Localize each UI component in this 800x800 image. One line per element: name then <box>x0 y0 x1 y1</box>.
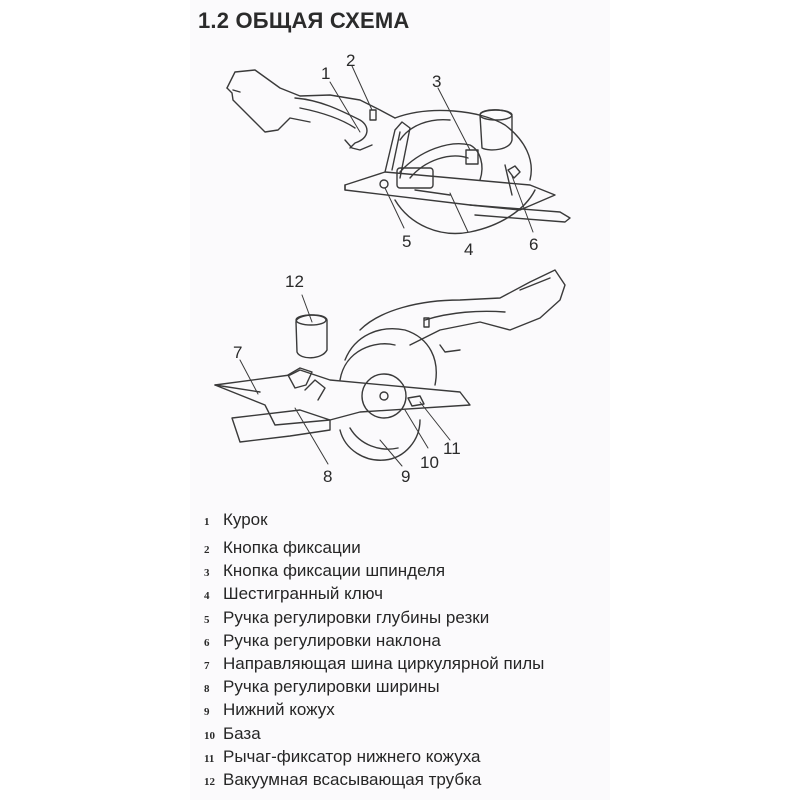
callout-numbers: 1 2 3 4 5 6 7 8 9 10 11 12 <box>233 51 538 486</box>
legend-number: 1 <box>204 516 210 528</box>
legend-label: Ручка регулировки ширины <box>223 677 440 697</box>
callout-2: 2 <box>346 51 355 70</box>
callout-8: 8 <box>323 467 332 486</box>
legend-label: Нижний кожух <box>223 700 335 720</box>
callout-5: 5 <box>402 232 411 251</box>
legend-label: Кнопка фиксации шпинделя <box>223 561 446 581</box>
legend-label: Шестигранный ключ <box>223 584 383 604</box>
legend-number: 9 <box>204 706 210 719</box>
manual-page: 1.2 ОБЩАЯ СХЕМА <box>190 0 610 800</box>
saw-bottom-view-illustration <box>214 269 566 461</box>
legend-label: Ручка регулировки наклона <box>223 630 441 650</box>
callout-9: 9 <box>401 467 410 486</box>
legend-label: Курок <box>223 510 268 529</box>
legend-label: Кнопка фиксации <box>223 538 361 557</box>
leader-lines-bottom <box>239 294 451 467</box>
callout-4: 4 <box>464 240 473 259</box>
legend-item: 12 Вакуумная всасывающая трубка <box>204 770 544 793</box>
legend-item: 7 Направляющая шина циркулярной пилы <box>204 654 544 677</box>
legend-item: 4 Шестигранный ключ <box>204 584 544 607</box>
legend-number: 7 <box>204 659 210 672</box>
legend-item: 10 База <box>204 724 544 747</box>
legend-label: Рычаг-фиксатор нижнего кожуха <box>223 746 481 766</box>
legend-item: 5 Ручка регулировки глубины резки <box>204 608 544 631</box>
legend-number: 10 <box>204 729 215 742</box>
parts-legend: 1 Курок 2 Кнопка фиксации 3 Кнопка фикса… <box>204 510 544 793</box>
callout-12: 12 <box>285 272 304 291</box>
legend-label: Направляющая шина циркулярной пилы <box>223 653 545 673</box>
legend-number: 12 <box>204 775 215 788</box>
saw-diagram: 1 2 3 4 5 6 7 8 9 10 11 12 <box>214 51 571 486</box>
legend-item: 2 Кнопка фиксации <box>204 538 544 561</box>
legend-number: 11 <box>204 752 215 765</box>
callout-6: 6 <box>529 235 538 254</box>
saw-top-view-illustration <box>226 69 571 235</box>
legend-number: 3 <box>204 567 210 580</box>
legend-item: 6 Ручка регулировки наклона <box>204 631 544 654</box>
legend-number: 4 <box>204 590 210 603</box>
callout-7: 7 <box>233 343 242 362</box>
legend-item: 3 Кнопка фиксации шпинделя <box>204 561 544 584</box>
legend-number: 6 <box>204 636 210 649</box>
legend-item: 11 Рычаг-фиксатор нижнего кожуха <box>204 747 544 770</box>
legend-label: Вакуумная всасывающая трубка <box>223 769 482 789</box>
callout-3: 3 <box>432 72 441 91</box>
legend-label: Ручка регулировки глубины резки <box>223 607 490 627</box>
callout-10: 10 <box>420 453 439 472</box>
legend-item: 1 Курок <box>204 510 544 538</box>
legend-item: 9 Нижний кожух <box>204 700 544 723</box>
callout-11: 11 <box>443 439 461 458</box>
legend-item: 8 Ручка регулировки ширины <box>204 677 544 700</box>
callout-1: 1 <box>321 64 330 83</box>
legend-number: 2 <box>204 544 210 556</box>
legend-number: 8 <box>204 683 210 696</box>
legend-label: База <box>223 723 261 743</box>
legend-number: 5 <box>204 613 210 626</box>
section-title: 1.2 ОБЩАЯ СХЕМА <box>198 8 410 33</box>
leader-lines-top <box>329 65 534 233</box>
